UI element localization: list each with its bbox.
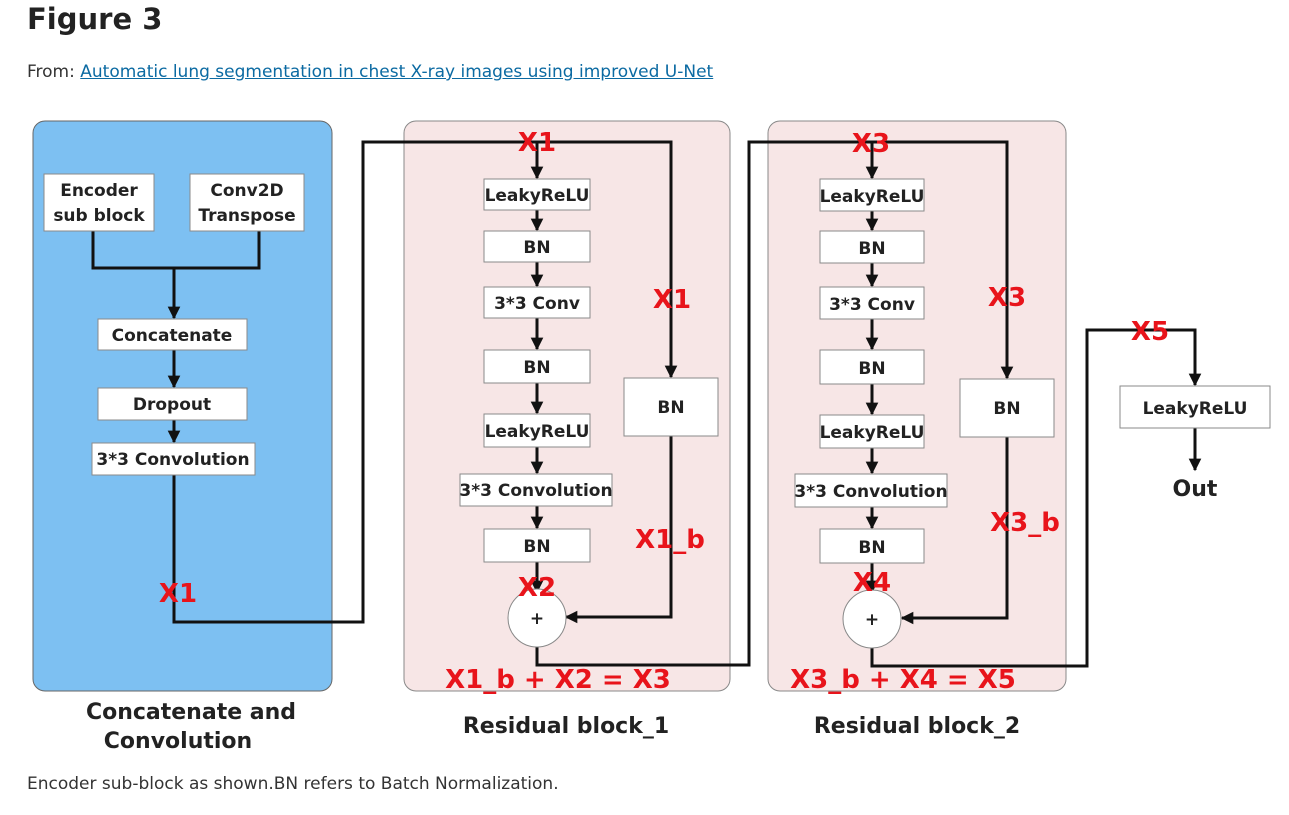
equation-block2: X3_b + X4 = X5 [790, 665, 1016, 695]
panel3-wires [865, 140, 1202, 668]
p3-bn-3-node: BN [819, 528, 925, 564]
p2-bn-3-label: BN [523, 537, 550, 557]
p2-leakyrelu-2-label: LeakyReLU [485, 422, 590, 442]
p3-leakyrelu-1-label: LeakyReLU [820, 187, 925, 207]
figure-caption: Encoder sub-block as shown.BN refers to … [27, 774, 559, 794]
output-leakyrelu-node: LeakyReLU [1119, 385, 1271, 429]
label-x1-panel1: X1 [159, 579, 197, 609]
encoder-label-line2: sub block [53, 206, 145, 226]
panel1-caption-line1: Concatenate and [86, 700, 296, 725]
output-leakyrelu-label: LeakyReLU [1143, 399, 1248, 419]
label-x1-side: X1 [653, 285, 691, 315]
label-x1-top: X1 [518, 128, 556, 158]
p3-bn-1-label: BN [858, 239, 885, 259]
concatenate-label: Concatenate [112, 326, 233, 346]
p2-bn-2-label: BN [523, 358, 550, 378]
p3-plus-symbol: + [865, 610, 879, 630]
p3-bn-2-label: BN [858, 359, 885, 379]
p2-conv-1-node: 3*3 Conv [483, 286, 591, 319]
dropout-node: Dropout [97, 387, 248, 421]
p2-conv-2-label: 3*3 Convolution [459, 481, 612, 501]
p3-conv-2-node: 3*3 Convolution [794, 473, 948, 508]
label-x5: X5 [1131, 317, 1169, 347]
encoder-sub-block-node: Encoder sub block [43, 173, 155, 232]
p3-leakyrelu-2-label: LeakyReLU [820, 423, 925, 443]
p3-bn-side-node: BN [959, 378, 1055, 438]
p3-add-node: + [842, 589, 902, 649]
p3-conv-1-label: 3*3 Conv [829, 295, 915, 315]
p3-conv-1-node: 3*3 Conv [819, 286, 925, 320]
p3-bn-2-node: BN [819, 349, 925, 385]
p3-leakyrelu-2-node: LeakyReLU [819, 414, 925, 449]
convolution-label: 3*3 Convolution [96, 450, 249, 470]
panel2-caption: Residual block_1 [463, 714, 669, 739]
conv2d-transpose-node: Conv2D Transpose [189, 173, 305, 232]
dropout-label: Dropout [133, 395, 211, 415]
p2-bn-2-node: BN [483, 349, 591, 384]
panel2-wires [530, 140, 879, 667]
p2-add-node: + [507, 588, 567, 648]
concatenate-node: Concatenate [97, 318, 248, 351]
p2-bn-side-node: BN [623, 377, 719, 437]
label-x3-top: X3 [852, 129, 890, 159]
label-x4: X4 [853, 568, 891, 598]
source-prefix: From: [27, 62, 81, 82]
p3-leakyrelu-1-node: LeakyReLU [819, 178, 925, 212]
p2-conv-1-label: 3*3 Conv [494, 294, 580, 314]
conv2d-label-line1: Conv2D [210, 181, 283, 201]
p2-leakyrelu-2-node: LeakyReLU [483, 413, 591, 448]
p3-conv-2-label: 3*3 Convolution [794, 482, 947, 502]
figure-title: Figure 3 [27, 2, 163, 36]
p3-bn-1-node: BN [819, 230, 925, 264]
conv2d-label-line2: Transpose [198, 206, 295, 226]
panel3-caption: Residual block_2 [814, 714, 1020, 739]
p2-leakyrelu-1-node: LeakyReLU [483, 178, 591, 211]
equation-block1: X1_b + X2 = X3 [445, 665, 671, 695]
output-out-label: Out [1173, 477, 1218, 502]
encoder-label-line1: Encoder [60, 181, 138, 201]
p2-bn-side-label: BN [657, 398, 684, 418]
label-x2: X2 [518, 573, 556, 603]
p3-bn-3-label: BN [858, 538, 885, 558]
p2-bn-3-node: BN [483, 528, 591, 563]
p2-bn-1-label: BN [523, 238, 550, 258]
p3-bn-side-label: BN [993, 399, 1020, 419]
p2-leakyrelu-1-label: LeakyReLU [485, 186, 590, 206]
panel1-wires [91, 140, 544, 624]
source-article-link[interactable]: Automatic lung segmentation in chest X-r… [80, 62, 714, 82]
p2-plus-symbol: + [530, 609, 544, 629]
p2-conv-2-node: 3*3 Convolution [459, 473, 613, 507]
label-x3-b: X3_b [990, 508, 1060, 538]
label-x1-b: X1_b [635, 525, 705, 555]
source-line: From: Automatic lung segmentation in che… [27, 62, 713, 82]
label-x3-side: X3 [988, 283, 1026, 313]
p2-bn-1-node: BN [483, 230, 591, 263]
convolution-node: 3*3 Convolution [91, 442, 256, 476]
panel1-caption-line2: Convolution [104, 729, 252, 754]
